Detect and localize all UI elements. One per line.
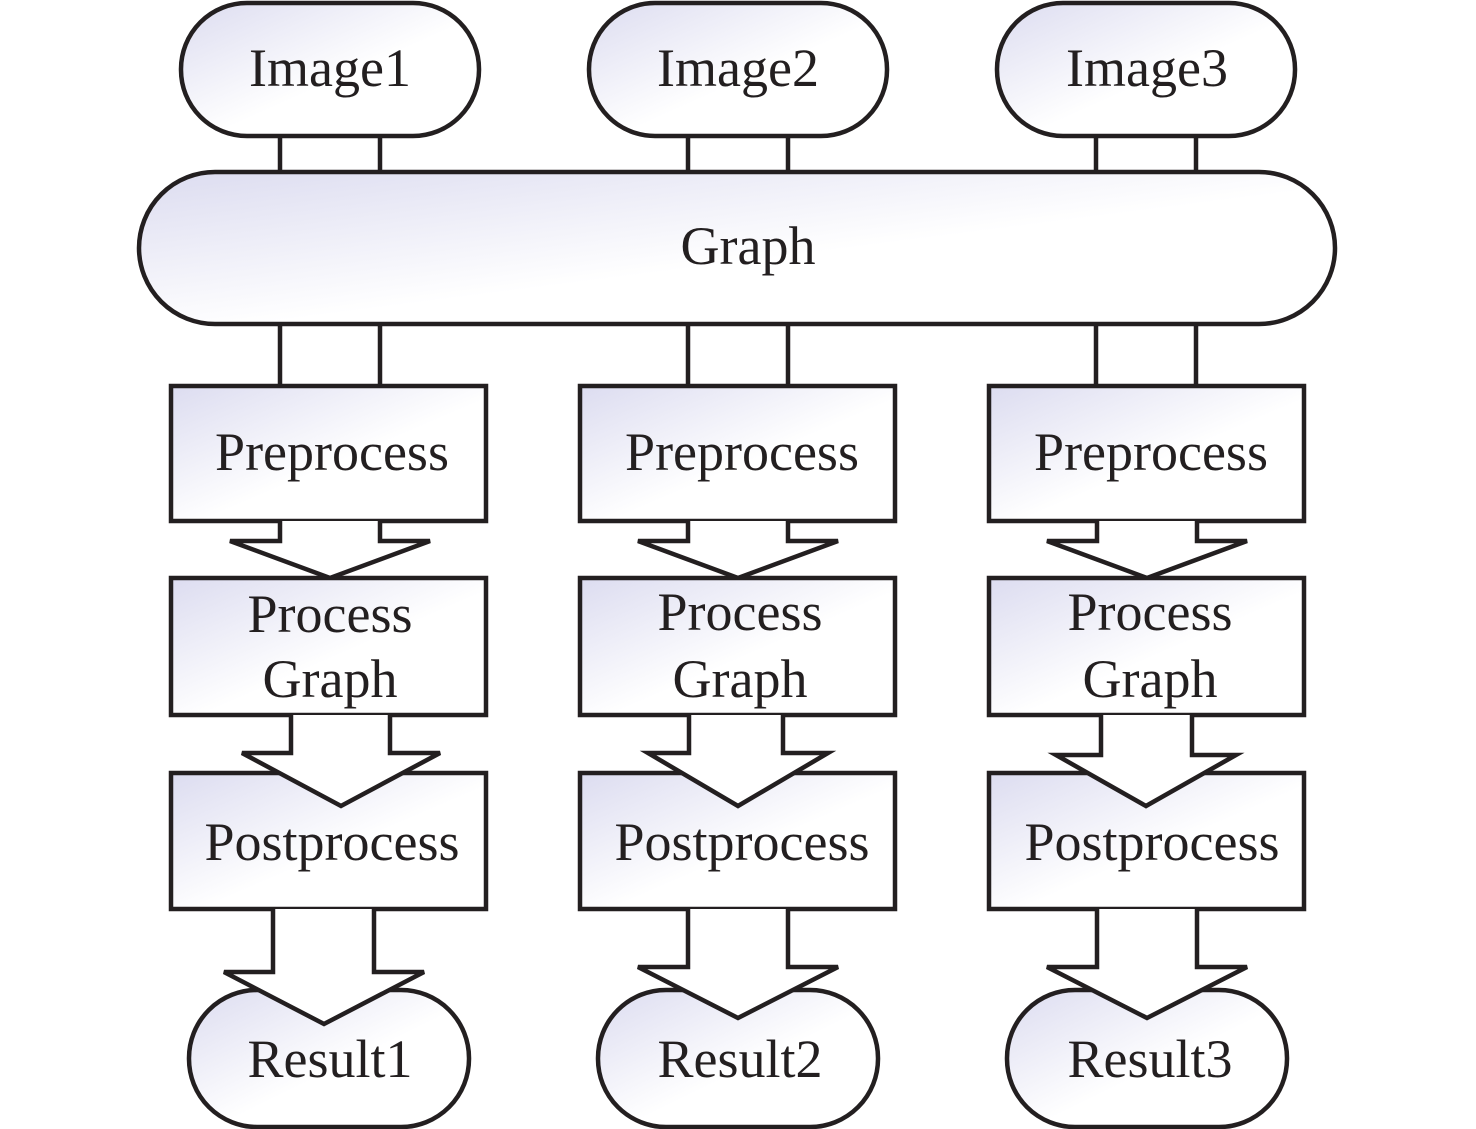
graph-bar: Graph [136, 169, 1338, 327]
input-image3: Image3 [994, 0, 1298, 139]
arrow-pre-to-process-2 [637, 521, 839, 581]
input-image1-label: Image1 [249, 38, 411, 98]
process-label-line2-2: Graph [673, 649, 808, 709]
input-image2-label: Image2 [657, 38, 819, 98]
process-graph-box-3: Process Graph [986, 575, 1307, 718]
result-terminator-2: Result2 [595, 987, 881, 1129]
postprocess-label-3: Postprocess [1025, 812, 1280, 872]
process-graph-box-1: Process Graph [168, 575, 489, 718]
column-3: Preprocess Process Graph Postprocess Res… [986, 383, 1307, 1129]
process-label-line2-1: Graph [263, 649, 398, 709]
preprocess-label-2: Preprocess [625, 422, 859, 482]
preprocess-label-3: Preprocess [1034, 422, 1268, 482]
arrow-pre-to-process-3 [1046, 521, 1248, 581]
preprocess-label-1: Preprocess [215, 422, 449, 482]
arrow-process-to-post-3 [1047, 715, 1245, 809]
arrow-post-to-result-2 [636, 909, 840, 1021]
result-terminator-3: Result3 [1004, 987, 1290, 1129]
result-label-2: Result2 [657, 1029, 822, 1089]
image-graph-connectors [277, 136, 1199, 172]
process-label-line2-3: Graph [1083, 649, 1218, 709]
postprocess-label-2: Postprocess [615, 812, 870, 872]
preprocess-box-2: Preprocess [577, 383, 898, 524]
process-graph-box-2: Process Graph [577, 575, 898, 718]
postprocess-box-1: Postprocess [168, 770, 489, 912]
process-label-line1-1: Process [248, 584, 413, 644]
arrow-post-to-result-3 [1045, 909, 1249, 1021]
input-image2: Image2 [586, 0, 890, 139]
result-label-3: Result3 [1067, 1029, 1232, 1089]
process-label-line1-2: Process [658, 582, 823, 642]
graph-bar-label: Graph [681, 216, 816, 276]
arrow-process-to-post-1 [240, 715, 442, 809]
column-1: Preprocess Process Graph Postprocess Res… [168, 383, 489, 1129]
arrow-process-to-post-2 [639, 715, 837, 809]
input-image1: Image1 [178, 0, 482, 139]
arrow-post-to-result-1 [222, 909, 426, 1027]
preprocess-box-3: Preprocess [986, 383, 1307, 524]
result-terminator-1: Result1 [186, 987, 472, 1129]
preprocess-box-1: Preprocess [168, 383, 489, 524]
postprocess-label-1: Postprocess [205, 812, 460, 872]
column-2: Preprocess Process Graph Postprocess Res… [577, 383, 898, 1129]
arrow-pre-to-process-1 [229, 521, 431, 581]
process-label-line1-3: Process [1068, 582, 1233, 642]
result-label-1: Result1 [247, 1029, 412, 1089]
input-image3-label: Image3 [1066, 38, 1228, 98]
graph-preprocess-connectors [277, 324, 1199, 386]
